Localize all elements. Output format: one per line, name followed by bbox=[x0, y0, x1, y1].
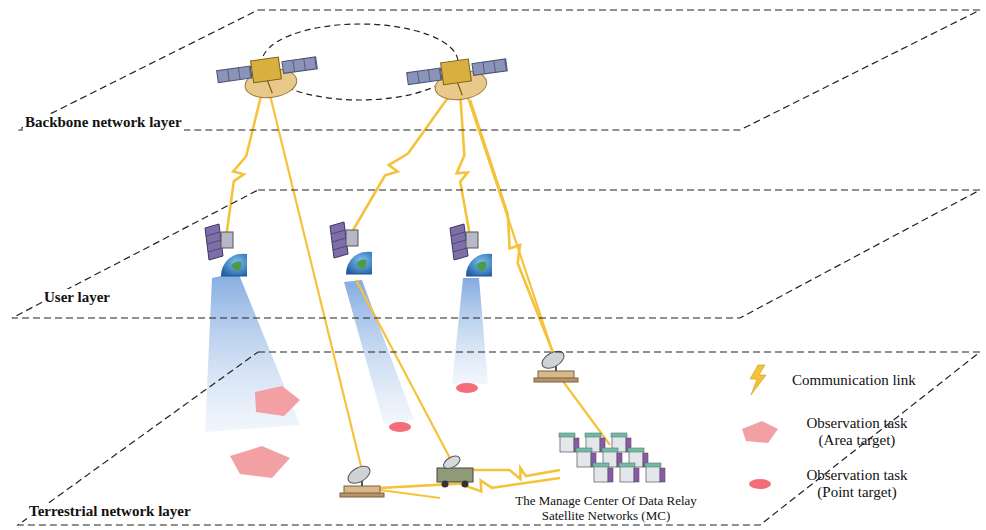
building-cluster bbox=[559, 433, 665, 482]
legend: Communication linkObservation task (Area… bbox=[730, 360, 980, 510]
layer-label: Backbone network layer bbox=[23, 114, 184, 131]
relay-satellite bbox=[216, 52, 320, 105]
lightning-link bbox=[457, 92, 470, 236]
legend-sample bbox=[742, 421, 778, 443]
link-line bbox=[466, 92, 556, 362]
icons bbox=[205, 52, 665, 497]
layer-label: User layer bbox=[42, 289, 112, 306]
center-label: The Manage Center Of Data Relay Satellit… bbox=[491, 493, 721, 523]
link-line bbox=[356, 280, 452, 462]
communication-links bbox=[226, 92, 610, 498]
lightning-link bbox=[470, 100, 556, 360]
legend-swatch bbox=[738, 415, 782, 449]
link-line bbox=[380, 490, 440, 498]
legend-text: Observation task (Point target) bbox=[792, 467, 922, 501]
legend-text: Observation task (Area target) bbox=[792, 415, 922, 449]
lightning-sample bbox=[750, 365, 766, 395]
user-satellite bbox=[450, 224, 492, 276]
mobile-station bbox=[437, 454, 473, 488]
network-layer-band: Backbone network layer bbox=[15, 8, 985, 134]
lightning-link bbox=[352, 92, 452, 232]
user-satellite bbox=[330, 222, 372, 274]
layer-outline bbox=[10, 188, 985, 322]
network-layer-band: User layer bbox=[10, 188, 985, 322]
lightning-link bbox=[226, 92, 262, 238]
legend-sample bbox=[749, 479, 771, 489]
legend-text: Communication link bbox=[792, 372, 916, 389]
observation-targets bbox=[230, 383, 478, 478]
layer-label: Terrestrial network layer bbox=[27, 503, 193, 520]
legend-swatch bbox=[738, 363, 782, 397]
legend-swatch bbox=[738, 467, 782, 501]
lightning-link bbox=[470, 468, 560, 479]
link-line bbox=[270, 95, 362, 470]
ground-station bbox=[340, 463, 384, 497]
manage-center: The Manage Center Of Data Relay Satellit… bbox=[491, 493, 721, 523]
ground-station bbox=[534, 348, 578, 382]
user-satellite bbox=[205, 224, 247, 276]
relay-satellite bbox=[406, 54, 510, 107]
